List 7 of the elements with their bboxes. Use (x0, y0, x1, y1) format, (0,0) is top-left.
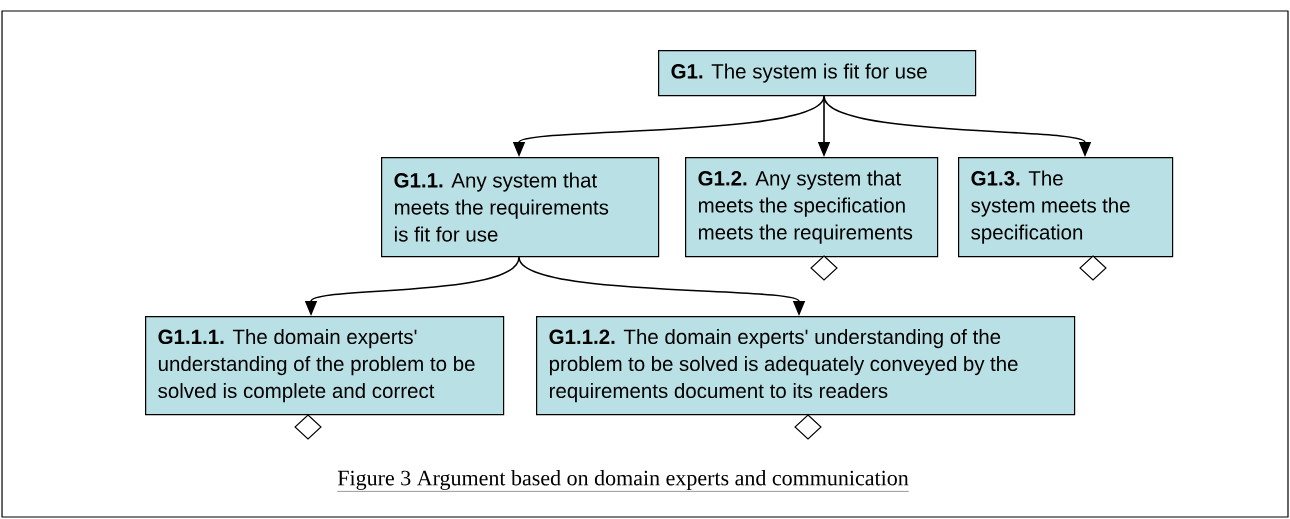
goal-box: G1.1.2. The domain experts' understanding of the problem to be solved is adequately conveyed by the requirements document to its readers (536, 316, 1076, 416)
figure-caption: Figure 3 Argument based on domain experts and communication (337, 470, 909, 492)
goal-box: G1.2. Any system that meets the specification meets the requirements (685, 157, 939, 258)
goal-box: G1.3. The system meets the specification (958, 157, 1174, 258)
goal-box: G1. The system is fit for use (658, 50, 977, 97)
goal-box: G1.1. Any system that meets the requirements is fit for use (381, 157, 660, 258)
goal-box: G1.1.1. The domain experts' understanding of the problem to be solved is complete and correct (145, 316, 505, 416)
